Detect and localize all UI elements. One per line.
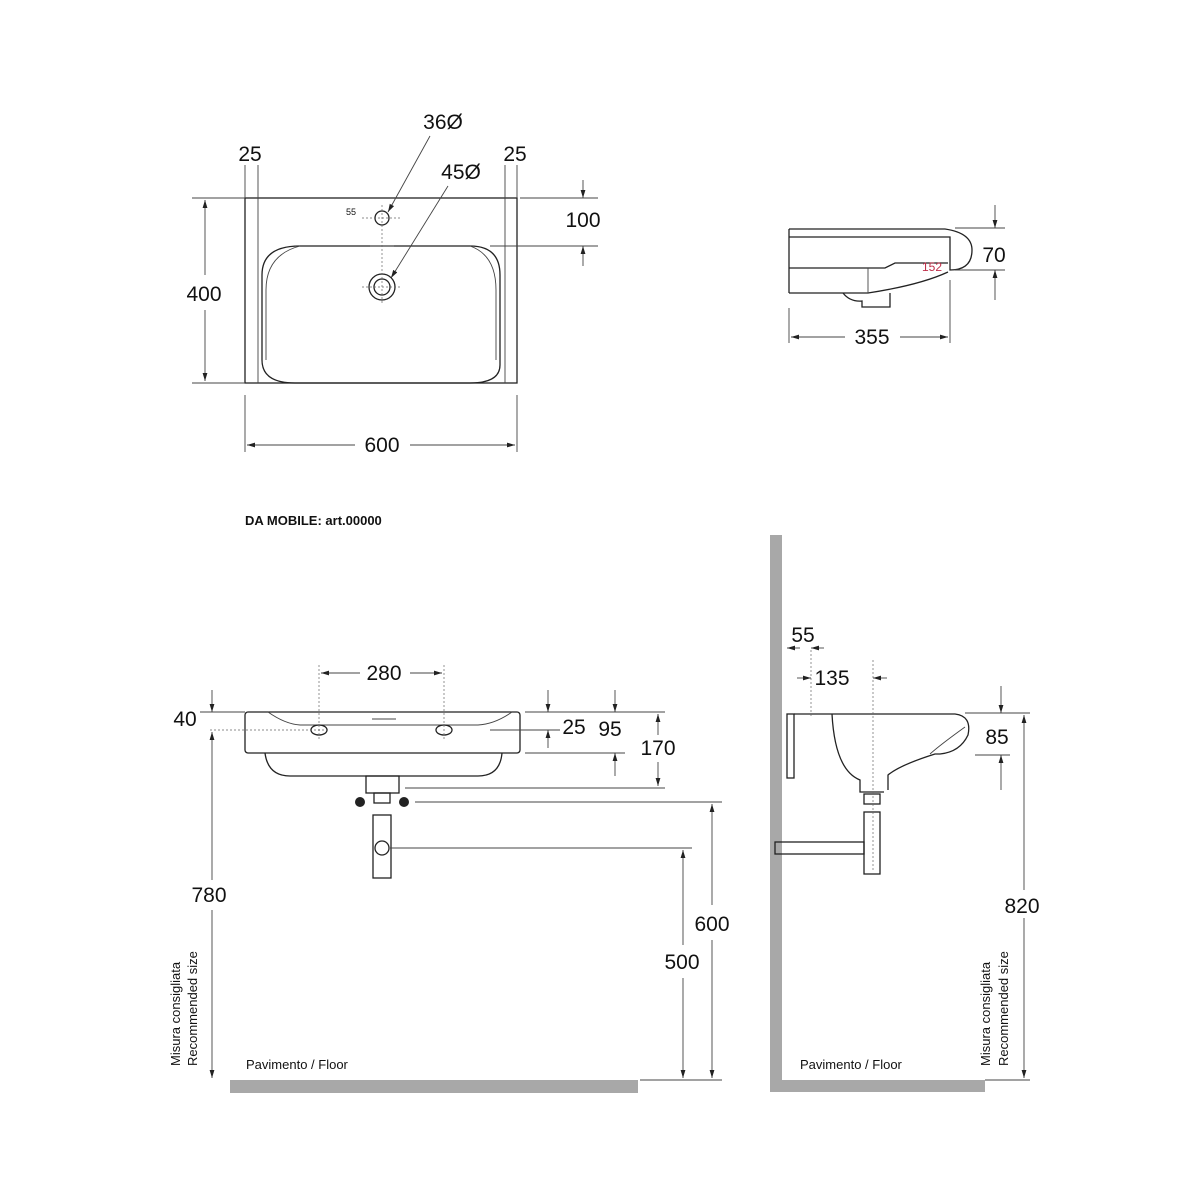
top-plan-view: 25 25 36Ø 45Ø 55 100 400 600 (186, 111, 600, 457)
floor-label: Pavimento / Floor (246, 1057, 349, 1072)
dim-waste-hole: 45Ø (441, 161, 481, 184)
dim-70: 70 (982, 244, 1005, 267)
dim-135: 135 (814, 667, 849, 690)
dim-95: 95 (598, 718, 621, 741)
dim-500: 500 (664, 951, 699, 974)
dim-25-left: 25 (238, 143, 261, 166)
recommended-label-it-side: Misura consigliata (978, 961, 993, 1066)
dim-25-right: 25 (503, 143, 526, 166)
floor-side (770, 1080, 985, 1092)
floor-label-side: Pavimento / Floor (800, 1057, 903, 1072)
up-arrow-icon (355, 797, 365, 807)
recommended-label-en-side: Recommended size (996, 951, 1011, 1066)
floor (230, 1080, 638, 1093)
down-arrow-icon (399, 797, 409, 807)
radius-mark: 152 (922, 260, 942, 274)
dim-tap-hole: 36Ø (423, 111, 463, 134)
front-elevation-view: 280 40 25 95 170 780 600 500 Pavimento /… (168, 662, 730, 1093)
dim-600: 600 (364, 434, 399, 457)
dim-55-hole: 55 (346, 207, 356, 217)
article-note: DA MOBILE: art.00000 (245, 513, 382, 528)
recommended-label-en: Recommended size (185, 951, 200, 1066)
side-profile-view: 152 70 355 (788, 205, 1006, 349)
side-elevation-view: 55 135 85 820 Pavimento / Floor Misura c… (770, 535, 1040, 1092)
dim-600-front: 600 (694, 913, 729, 936)
dim-100: 100 (565, 209, 600, 232)
dim-40: 40 (173, 708, 196, 731)
dim-280: 280 (366, 662, 401, 685)
wall (770, 535, 782, 1092)
dim-25: 25 (562, 716, 585, 739)
dim-170: 170 (640, 737, 675, 760)
dim-400: 400 (186, 283, 221, 306)
dim-780: 780 (191, 884, 226, 907)
dim-55: 55 (791, 624, 814, 647)
recommended-label-it: Misura consigliata (168, 961, 183, 1066)
dim-85: 85 (985, 726, 1008, 749)
dim-820: 820 (1004, 895, 1039, 918)
dim-355: 355 (854, 326, 889, 349)
